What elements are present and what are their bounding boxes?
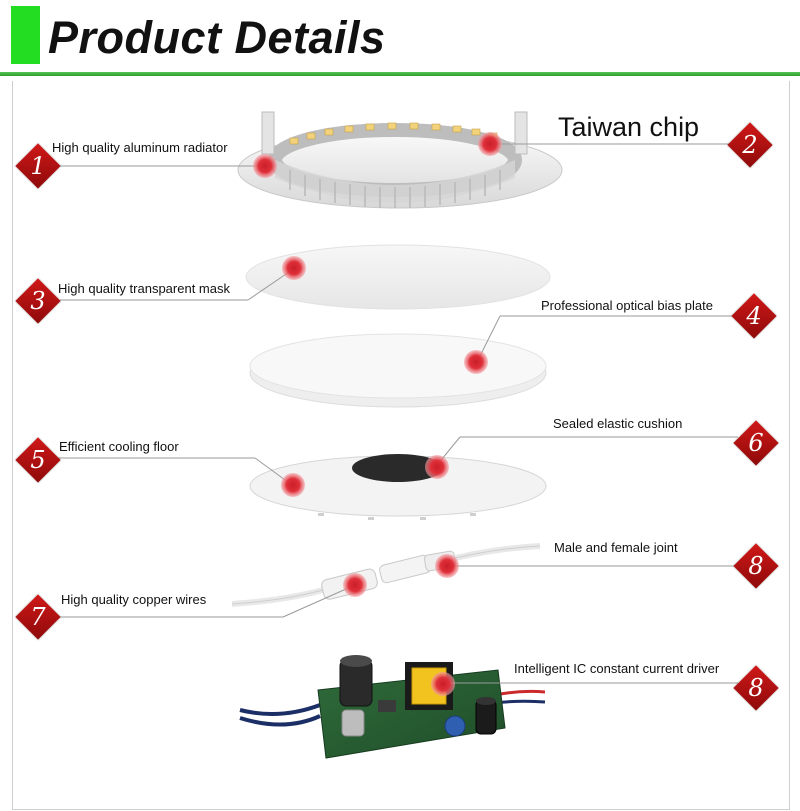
badge-number: 2 [742,131,758,159]
badge-number: 6 [748,429,764,457]
callout-badge-4: 4 [731,293,777,339]
callout-label-9: Intelligent IC constant current driver [514,661,720,676]
callout-label-3: High quality transparent mask [58,281,230,296]
badge-number: 5 [30,446,46,474]
callout-badge-6: 6 [733,420,779,466]
header-divider [0,72,800,76]
header-accent-bar [11,6,40,64]
badge-number: 4 [746,302,762,330]
transparent-mask-disc [245,244,551,310]
badge-number: 3 [30,287,46,315]
callout-badge-2: 2 [727,122,773,168]
callout-badge-3: 3 [15,278,61,324]
red-markers [253,132,502,696]
callout-leader-lines [58,143,750,684]
badge-number: 8 [748,552,764,580]
badge-number: 8 [748,674,764,702]
aluminum-radiator-ring [237,111,563,209]
badge-number: 7 [30,603,46,631]
page-title: Product Details [48,12,386,63]
callout-label-5: Efficient cooling floor [59,439,179,454]
cooling-floor-plate [249,454,547,520]
callout-badge-7: 7 [15,594,61,640]
constant-current-driver-board [239,655,546,759]
callout-label-1: High quality aluminum radiator [52,140,228,155]
callout-label-7: High quality copper wires [61,592,207,607]
optical-bias-plate [249,333,547,408]
callout-label-8: Male and female joint [554,540,678,555]
callout-label-4: Professional optical bias plate [541,298,713,313]
callout-badge-5: 5 [15,437,61,483]
callout-label-6: Sealed elastic cushion [553,416,683,431]
callout-badge-9: 8 [733,665,779,711]
badge-number: 1 [30,152,46,180]
copper-wire-connector [231,543,541,607]
callout-badge-1: 1 [15,143,61,189]
callout-label-2: Taiwan chip [558,112,700,142]
elastic-cushion [352,454,444,482]
callout-badge-8: 8 [733,543,779,589]
header: Product Details [0,0,800,78]
